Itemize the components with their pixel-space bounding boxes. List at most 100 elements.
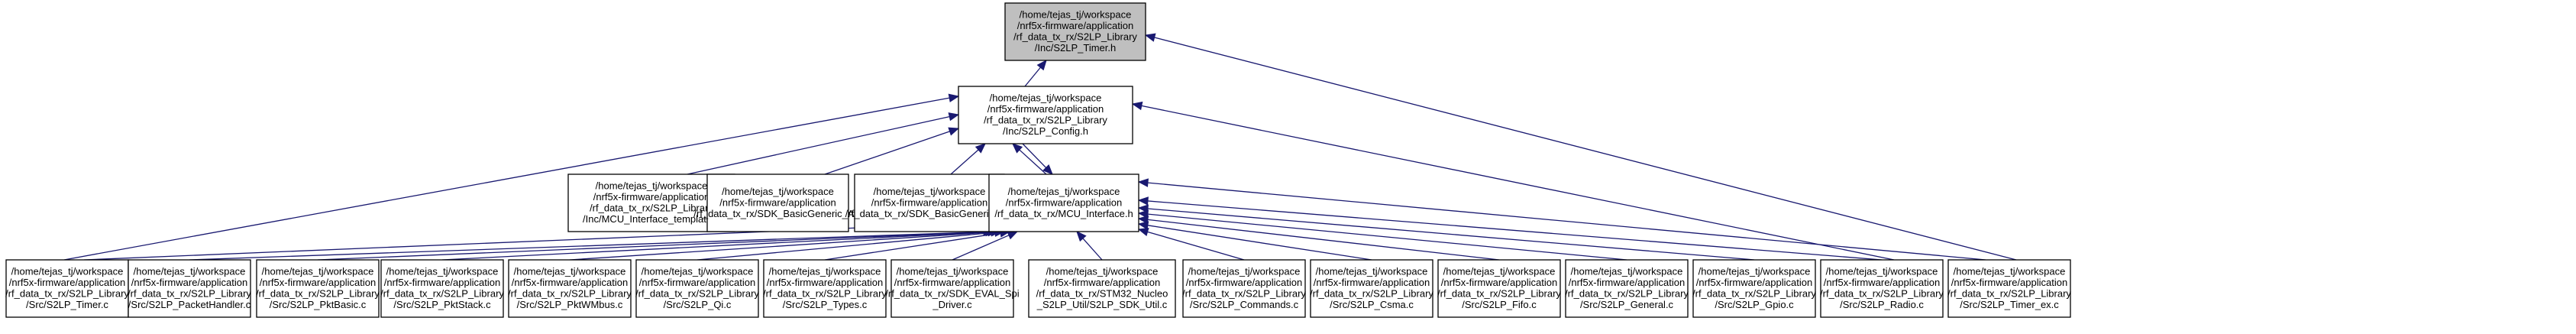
node-label-line: /rf_data_tx_rx/S2LP_Library — [1013, 31, 1137, 43]
node-label-line: /nrf5x-firmware/application — [9, 277, 125, 288]
node-label-line: _Driver.c — [932, 299, 972, 310]
node-box — [1182, 259, 1306, 318]
node-label-line: /home/tejas_tj/workspace — [897, 266, 1009, 277]
node-gpio_c[interactable]: /home/tejas_tj/workspace/nrf5x-firmware/… — [1692, 259, 1816, 318]
node-box — [1004, 2, 1146, 61]
node-label-line: _S2LP_Util/S2LP_SDK_Util.c — [1036, 299, 1168, 310]
node-fifo_c[interactable]: /home/tejas_tj/workspace/nrf5x-firmware/… — [1437, 259, 1561, 318]
node-box — [128, 259, 251, 318]
node-label-line: /nrf5x-firmware/application — [512, 277, 628, 288]
edge-mcu_tpl-to-config_h — [687, 112, 960, 175]
node-label-line: /home/tejas_tj/workspace — [1008, 186, 1120, 197]
node-label-line: /nrf5x-firmware/application — [1824, 277, 1940, 288]
node-box — [958, 86, 1133, 144]
arrowhead-icon — [948, 93, 960, 102]
node-label-line: /nrf5x-firmware/application — [1044, 277, 1160, 288]
node-config_h[interactable]: /home/tejas_tj/workspace/nrf5x-firmware/… — [958, 86, 1133, 144]
node-label-line: /rf_data_tx_rx/SDK_BasicGeneric_A.c — [693, 208, 862, 219]
edge-config_h-to-mcu_if — [1022, 143, 1053, 175]
node-box — [1820, 259, 1944, 318]
node-label-line: /home/tejas_tj/workspace — [1046, 266, 1159, 277]
node-box — [1692, 259, 1816, 318]
node-qi_c[interactable]: /home/tejas_tj/workspace/nrf5x-firmware/… — [635, 259, 759, 318]
node-label-line: /nrf5x-firmware/application — [894, 277, 1010, 288]
arrowhead-icon — [1131, 101, 1143, 111]
node-box — [706, 173, 849, 232]
node-mcu_if[interactable]: /home/tejas_tj/workspace/nrf5x-firmware/… — [988, 173, 1139, 232]
node-label-line: /rf_data_tx_rx/SDK_BasicGeneric_B.c — [845, 208, 1014, 219]
nodes-layer: /home/tejas_tj/workspace/nrf5x-firmware/… — [5, 2, 2071, 318]
node-box — [380, 259, 504, 318]
node-box — [988, 173, 1139, 232]
node-label-line: /home/tejas_tj/workspace — [1698, 266, 1811, 277]
arrowhead-icon — [1012, 143, 1023, 154]
node-box — [508, 259, 632, 318]
edge-basic_b-to-config_h — [950, 143, 986, 175]
node-label-line: /nrf5x-firmware/application — [1017, 20, 1133, 31]
node-label-line: /home/tejas_tj/workspace — [1020, 9, 1132, 21]
edge-csma_c-to-mcu_if — [1137, 221, 1372, 261]
node-label-line: /rf_data_tx_rx/S2LP_Library — [1692, 288, 1816, 300]
node-pktwmbus_c[interactable]: /home/tejas_tj/workspace/nrf5x-firmware/… — [508, 259, 632, 318]
node-label-line: /home/tejas_tj/workspace — [874, 186, 986, 197]
edge-sdkutil_c-to-mcu_if — [1076, 231, 1103, 261]
node-label-line: /rf_data_tx_rx/S2LP_Library — [5, 288, 129, 300]
node-label-line: /nrf5x-firmware/application — [593, 191, 709, 203]
node-box — [1028, 259, 1176, 318]
node-box — [1310, 259, 1433, 318]
node-label-line: /home/tejas_tj/workspace — [1826, 266, 1938, 277]
arrowhead-icon — [1042, 164, 1053, 175]
node-box — [5, 259, 129, 318]
node-sdkutil_c[interactable]: /home/tejas_tj/workspace/nrf5x-firmware/… — [1028, 259, 1176, 318]
node-label-line: /home/tejas_tj/workspace — [990, 92, 1102, 104]
node-label-line: /nrf5x-firmware/application — [1569, 277, 1685, 288]
node-label-line: /rf_data_tx_rx/S2LP_Library — [1182, 288, 1306, 300]
edge-timerex_c-to-timer_h — [1144, 33, 2017, 261]
node-label-line: /nrf5x-firmware/application — [639, 277, 755, 288]
node-label-line: /nrf5x-firmware/application — [131, 277, 247, 288]
node-label-line: /nrf5x-firmware/application — [871, 196, 987, 208]
edge-gpio_c-to-mcu_if — [1137, 204, 1755, 261]
node-pkthandler_c[interactable]: /home/tejas_tj/workspace/nrf5x-firmware/… — [128, 259, 251, 318]
node-label-line: /Src/S2LP_General.c — [1580, 299, 1674, 310]
node-spi_c[interactable]: /home/tejas_tj/workspace/nrf5x-firmware/… — [885, 259, 1020, 318]
node-basic_b[interactable]: /home/tejas_tj/workspace/nrf5x-firmware/… — [845, 173, 1014, 232]
node-label-line: /home/tejas_tj/workspace — [514, 266, 626, 277]
node-general_c[interactable]: /home/tejas_tj/workspace/nrf5x-firmware/… — [1565, 259, 1689, 318]
node-types_c[interactable]: /home/tejas_tj/workspace/nrf5x-firmware/… — [763, 259, 887, 318]
edge-general_c-to-mcu_if — [1137, 209, 1627, 261]
node-basic_a[interactable]: /home/tejas_tj/workspace/nrf5x-firmware/… — [693, 173, 862, 232]
node-label-line: /Src/S2LP_Qi.c — [664, 299, 732, 310]
node-label-line: /Inc/MCU_Interface_template.h — [583, 213, 720, 225]
edge-timerex_c-to-mcu_if — [1137, 178, 1986, 261]
node-commands_c[interactable]: /home/tejas_tj/workspace/nrf5x-firmware/… — [1182, 259, 1306, 318]
edge-radio_c-to-config_h — [1131, 101, 1895, 261]
node-label-line: /rf_data_tx_rx/S2LP_Library — [508, 288, 632, 300]
edge-mcu_if-to-config_h — [1012, 143, 1047, 175]
node-timerex_c[interactable]: /home/tejas_tj/workspace/nrf5x-firmware/… — [1947, 259, 2071, 318]
node-radio_c[interactable]: /home/tejas_tj/workspace/nrf5x-firmware/… — [1820, 259, 1944, 318]
edge-config_h-to-timer_h — [1024, 59, 1047, 87]
edges-layer — [63, 33, 2017, 261]
arrowhead-icon — [948, 127, 960, 136]
node-label-line: /home/tejas_tj/workspace — [262, 266, 374, 277]
node-label-line: /nrf5x-firmware/application — [1441, 277, 1557, 288]
node-pktbasic_c[interactable]: /home/tejas_tj/workspace/nrf5x-firmware/… — [256, 259, 380, 318]
arrowhead-icon — [974, 143, 986, 154]
node-label-line: /nrf5x-firmware/application — [1951, 277, 2067, 288]
node-label-line: /Inc/S2LP_Config.h — [1003, 125, 1088, 137]
node-label-line: /nrf5x-firmware/application — [1186, 277, 1302, 288]
node-label-line: /Src/S2LP_Timer.c — [26, 299, 108, 310]
node-label-line: /rf_data_tx_rx/MCU_Interface.h — [994, 208, 1133, 219]
node-csma_c[interactable]: /home/tejas_tj/workspace/nrf5x-firmware/… — [1310, 259, 1433, 318]
node-timer_c[interactable]: /home/tejas_tj/workspace/nrf5x-firmware/… — [5, 259, 129, 318]
node-label-line: /rf_data_tx_rx/S2LP_Library — [1947, 288, 2071, 300]
arrowhead-icon — [1076, 231, 1087, 242]
node-label-line: /rf_data_tx_rx/S2LP_Library — [256, 288, 380, 300]
node-box — [1565, 259, 1689, 318]
edge-pktbasic_c-to-mcu_if — [317, 227, 997, 261]
node-pktstack_c[interactable]: /home/tejas_tj/workspace/nrf5x-firmware/… — [380, 259, 504, 318]
node-timer_h[interactable]: /home/tejas_tj/workspace/nrf5x-firmware/… — [1004, 2, 1146, 61]
node-label-line: /home/tejas_tj/workspace — [722, 186, 834, 197]
node-label-line: /rf_data_tx_rx/S2LP_Library — [380, 288, 504, 300]
